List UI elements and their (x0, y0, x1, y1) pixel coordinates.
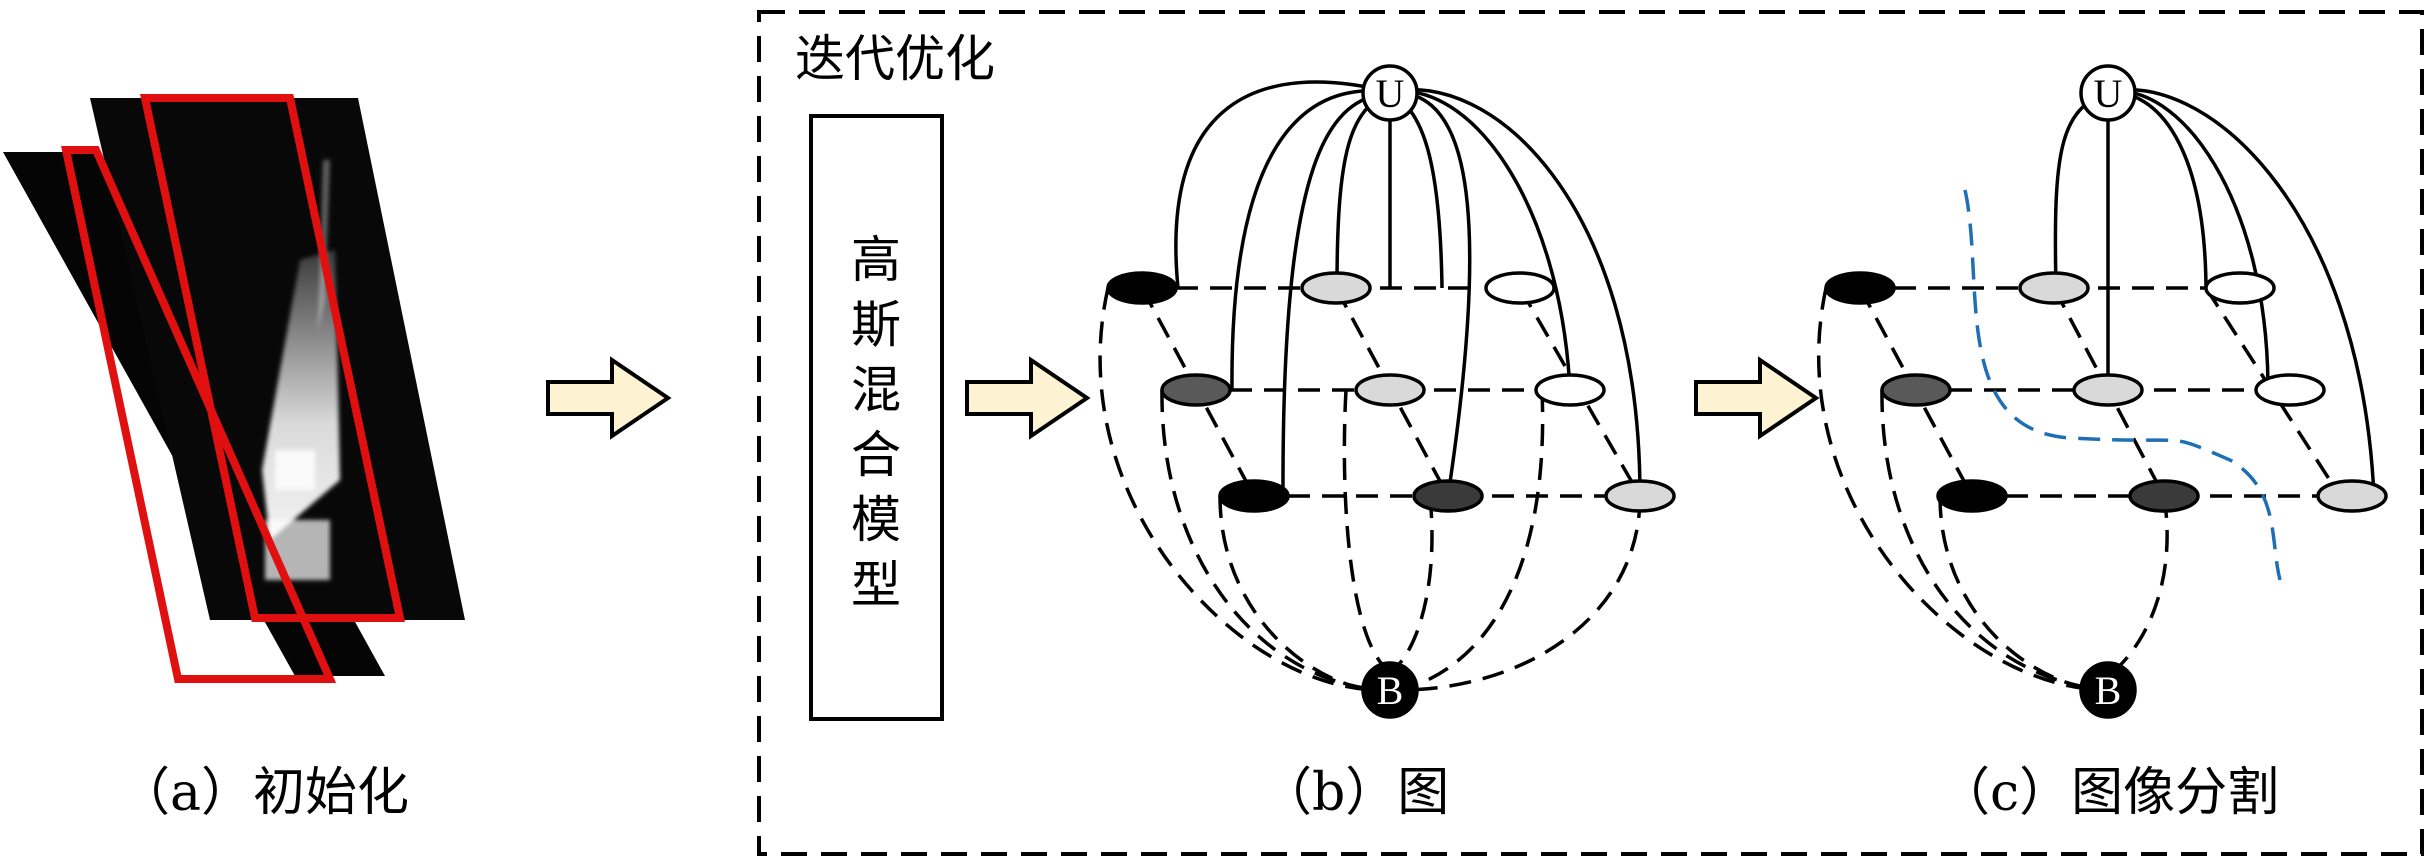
iteration-title: 迭代优化 (795, 30, 995, 88)
source-node-c (2079, 64, 2137, 122)
segmentation-cut-line (1963, 189, 2282, 581)
pixel-node (2018, 271, 2090, 305)
pixel-node (1604, 479, 1676, 513)
gmm-char: 斯 (851, 296, 901, 354)
caption-a: （a）初始化 (118, 763, 409, 823)
pixel-node (1106, 271, 1178, 305)
pixel-node (1880, 373, 1952, 407)
iteration-box-border (757, 10, 2424, 856)
pixel-node (1218, 479, 1290, 513)
caption-c: （c）图像分割 (1938, 763, 2279, 823)
arrow-a-to-b (546, 356, 672, 440)
sink-label-b: B (1377, 668, 1404, 713)
panel-c-graph (1816, 87, 2376, 692)
gmm-box (809, 114, 944, 721)
pixel-node (1484, 271, 1556, 305)
sink-node-b (1361, 661, 1419, 719)
source-node-b (1361, 64, 1419, 122)
gmm-char: 型 (851, 556, 901, 614)
sink-node-c (2079, 661, 2137, 719)
panel-b-nodes (1106, 64, 1676, 719)
pixel-node (1534, 373, 1606, 407)
source-label-b: U (1376, 71, 1405, 116)
panel-a: （a）初始化 (3, 94, 465, 823)
pixel-node (2072, 373, 2144, 407)
panel-c-nodes (1824, 64, 2388, 719)
gmm-char: 高 (851, 231, 901, 289)
caption-b: （b）图 (1260, 763, 1449, 823)
pixel-node (2204, 271, 2276, 305)
pixel-node (1936, 479, 2008, 513)
sink-links (1098, 287, 1642, 692)
red-box-right (140, 94, 405, 622)
pixel-node (1354, 373, 1426, 407)
arrow-b-to-c (1694, 356, 1820, 440)
sink-label-c: B (2095, 668, 2122, 713)
gmm-char: 混 (851, 361, 901, 419)
gmm-char: 合 (851, 426, 901, 484)
arrow-gmm-to-graph (965, 356, 1091, 440)
pixel-node (1300, 271, 1372, 305)
source-links-c (2053, 87, 2376, 497)
iteration-box: 迭代优化 高 斯 混 合 模 型 (757, 10, 2424, 856)
gmm-label: 高 斯 混 合 模 型 (851, 231, 901, 614)
pixel-node (2128, 479, 2200, 513)
pixel-node (1160, 373, 1232, 407)
source-label-c: U (2094, 71, 2123, 116)
red-box-left (61, 146, 337, 683)
pixel-node (2316, 479, 2388, 513)
pixel-node (1412, 479, 1484, 513)
pixel-node (2254, 373, 2326, 407)
pixel-node (1824, 271, 1896, 305)
gmm-char: 模 (851, 491, 901, 549)
